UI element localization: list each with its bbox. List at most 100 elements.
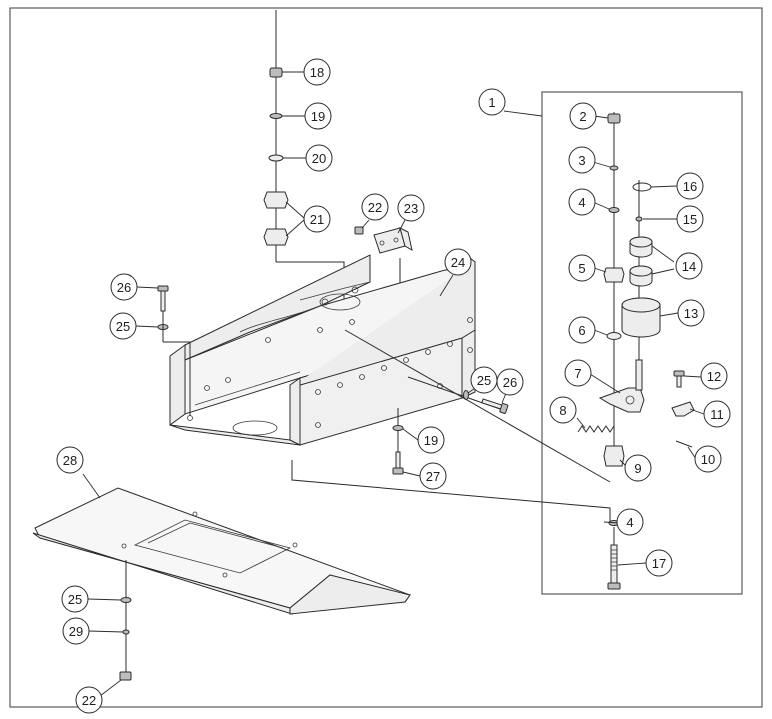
drawing-frame	[9, 7, 763, 708]
nut-22-upper	[354, 226, 364, 235]
callout-number: 16	[683, 179, 697, 194]
bushing-21-top	[263, 191, 289, 209]
callout-circle	[62, 617, 90, 645]
callout-circle	[569, 102, 597, 130]
callout-number: 2	[579, 109, 586, 124]
callout-number: 9	[634, 461, 641, 476]
callout-number: 17	[652, 556, 666, 571]
callout-circle	[624, 454, 652, 482]
callout-number: 1	[488, 95, 495, 110]
callout-20: 20	[305, 144, 333, 172]
callout-circle	[564, 359, 592, 387]
callout-8: 8	[549, 396, 577, 424]
callout-18: 18	[303, 58, 331, 86]
washer-20	[268, 154, 284, 162]
callout-number: 23	[404, 201, 418, 216]
callout-number: 14	[682, 259, 696, 274]
callout-number: 7	[574, 366, 581, 381]
callout-circle	[676, 205, 704, 233]
callout-number: 26	[117, 280, 131, 295]
callout-circle	[496, 368, 524, 396]
callout-circle	[303, 58, 331, 86]
callout-circle	[110, 273, 138, 301]
callout-number: 12	[707, 369, 721, 384]
callout-22: 22	[75, 686, 103, 714]
callout-circle	[478, 88, 506, 116]
callout-number: 11	[710, 407, 724, 422]
callout-circle	[645, 549, 673, 577]
callout-number: 20	[312, 151, 326, 166]
callout-25: 25	[470, 366, 498, 394]
callout-number: 19	[311, 109, 325, 124]
callout-7: 7	[564, 359, 592, 387]
callout-26: 26	[110, 273, 138, 301]
cover-plate-28	[32, 487, 411, 681]
callout-4: 4	[616, 508, 644, 536]
callout-21: 21	[303, 205, 331, 233]
bolt-26-left	[157, 285, 191, 416]
callout-circle	[703, 400, 731, 428]
callout-circle	[361, 193, 389, 221]
callout-circle	[568, 146, 596, 174]
callout-number: 22	[368, 200, 382, 215]
bolt-27	[392, 408, 404, 475]
callout-number: 19	[424, 433, 438, 448]
callout-number: 6	[578, 323, 585, 338]
callout-circle	[56, 446, 84, 474]
callout-number: 29	[69, 624, 83, 639]
callout-9: 9	[624, 454, 652, 482]
callout-number: 18	[310, 65, 324, 80]
callout-circle	[676, 172, 704, 200]
callout-13: 13	[677, 299, 705, 327]
callout-number: 25	[68, 592, 82, 607]
callout-1: 1	[478, 88, 506, 116]
callout-2: 2	[569, 102, 597, 130]
callout-circle	[568, 188, 596, 216]
callout-25: 25	[61, 585, 89, 613]
callout-28: 28	[56, 446, 84, 474]
callout-number: 27	[426, 469, 440, 484]
callout-6: 6	[568, 316, 596, 344]
callout-circle	[568, 254, 596, 282]
callout-circle	[397, 194, 425, 222]
callout-27: 27	[419, 462, 447, 490]
callout-circle	[694, 445, 722, 473]
callout-23: 23	[397, 194, 425, 222]
callout-12: 12	[700, 362, 728, 390]
callout-circle	[700, 362, 728, 390]
main-frame-24	[169, 254, 476, 446]
callout-circle	[675, 252, 703, 280]
subassembly-parts	[577, 112, 695, 590]
callout-29: 29	[62, 617, 90, 645]
callout-number: 15	[683, 212, 697, 227]
callout-number: 22	[82, 693, 96, 708]
callout-14: 14	[675, 252, 703, 280]
washer-19	[269, 113, 283, 119]
callout-circle	[419, 462, 447, 490]
callout-26: 26	[496, 368, 524, 396]
bolt-26-right	[407, 376, 509, 414]
callout-19: 19	[417, 426, 445, 454]
bushing-21-bottom	[263, 228, 289, 246]
callout-number: 28	[63, 453, 77, 468]
callout-25: 25	[109, 312, 137, 340]
callout-number: 21	[310, 212, 324, 227]
callout-17: 17	[645, 549, 673, 577]
callout-number: 26	[503, 375, 517, 390]
callout-number: 8	[559, 403, 566, 418]
callout-circle	[549, 396, 577, 424]
callout-circle	[616, 508, 644, 536]
callout-number: 13	[684, 306, 698, 321]
callout-16: 16	[676, 172, 704, 200]
callout-number: 25	[477, 373, 491, 388]
callout-circle	[568, 316, 596, 344]
nut-18	[269, 67, 283, 78]
callout-circle	[444, 248, 472, 276]
callout-number: 5	[578, 261, 585, 276]
callout-3: 3	[568, 146, 596, 174]
callout-circle	[417, 426, 445, 454]
subassembly-box	[541, 91, 743, 595]
callout-number: 4	[578, 195, 585, 210]
callout-number: 4	[626, 515, 633, 530]
